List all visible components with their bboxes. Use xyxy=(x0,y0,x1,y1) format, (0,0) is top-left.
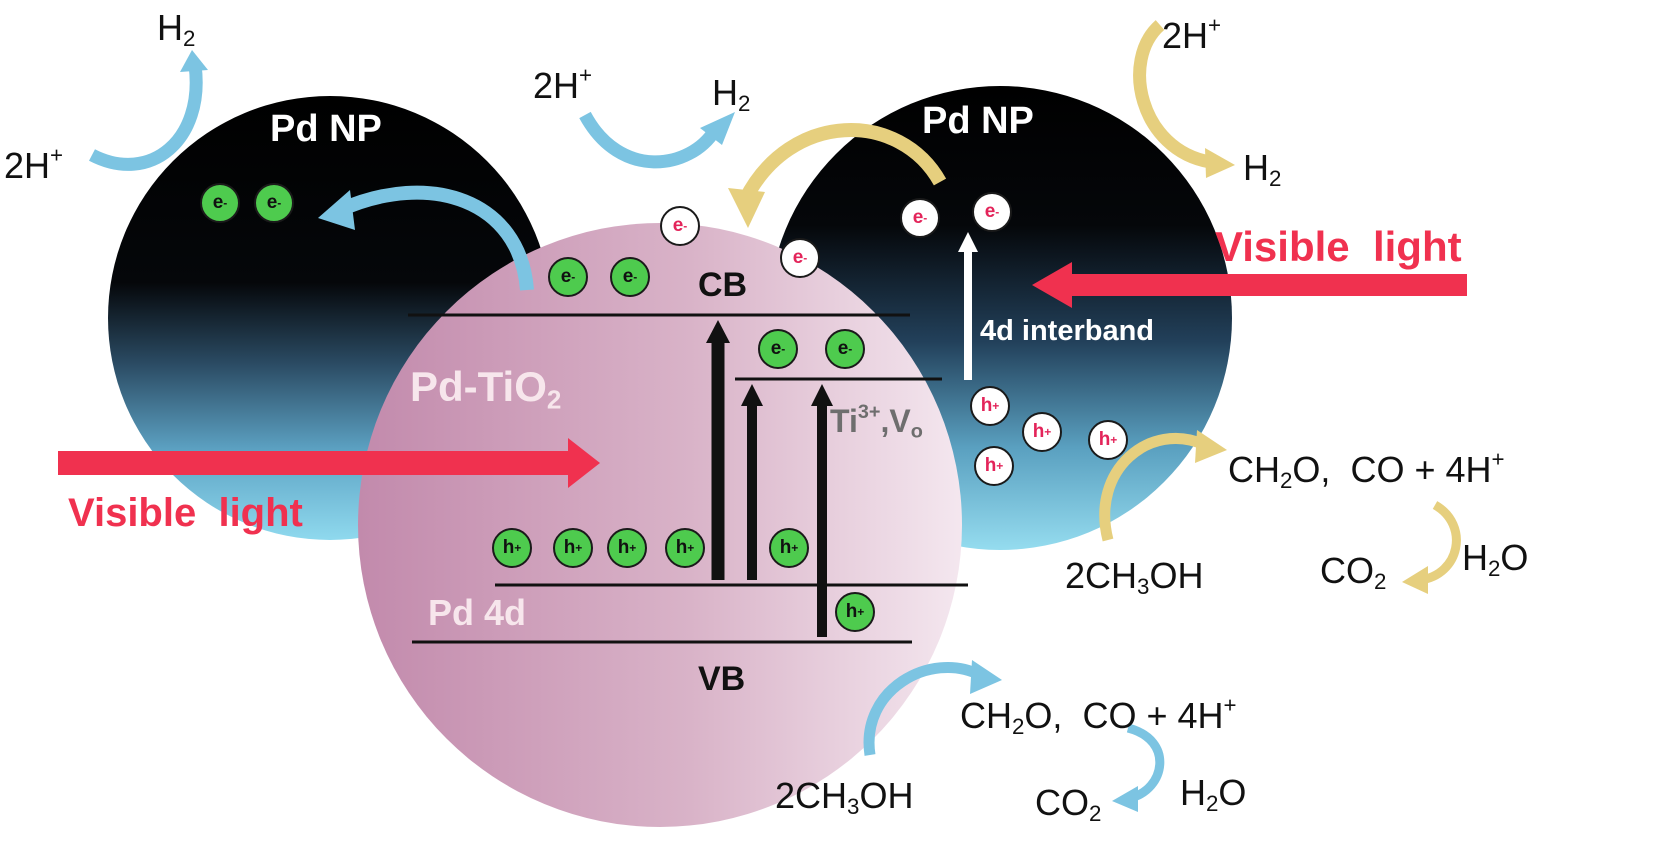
left-np-proton: 2H+ xyxy=(4,142,64,186)
hole-right-np-1: h+ xyxy=(970,386,1010,426)
gold-arrowhead-right-oxidation xyxy=(1195,430,1227,463)
excitation-arrowhead-4d-cb xyxy=(706,320,730,343)
hole-4d-2: h+ xyxy=(553,528,593,568)
right-oxidation-co2: CO2 xyxy=(1320,550,1387,595)
left-np-h2: H2 xyxy=(157,7,196,52)
blue-arrowhead-transfer xyxy=(318,190,355,230)
electron-defect-1: e- xyxy=(758,329,798,369)
gold-arrowhead-right-h2 xyxy=(1205,148,1235,178)
visible-light-arrow-right-shaft xyxy=(1065,274,1467,296)
gold-arrowhead-right-co2 xyxy=(1402,566,1428,594)
hot-electron-tio2-1: e- xyxy=(660,206,700,246)
gold-arrow-np-to-tio2 xyxy=(738,123,947,204)
defect-ti: Ti xyxy=(830,403,858,439)
hole-vb-1: h+ xyxy=(835,592,875,632)
hot-electron-right-np-1: e- xyxy=(900,198,940,238)
hot-electron-tio2-2: e- xyxy=(780,238,820,278)
electron-left-np-1: e- xyxy=(200,183,240,223)
defect-v: ,V xyxy=(880,403,911,439)
gold-arrow-right-co2 xyxy=(1419,501,1461,585)
interband-arrowhead xyxy=(958,232,978,252)
pd-tio2-label: Pd-TiO2 xyxy=(410,363,561,413)
blue-arrowhead-left-h2 xyxy=(180,50,208,72)
hole-4d-4: h+ xyxy=(665,528,705,568)
blue-arrow-top-h2 xyxy=(579,111,721,169)
visible-light-right-label: Visible light xyxy=(1215,223,1462,270)
bottom-oxidation-co2: CO2 xyxy=(1035,782,1102,827)
right-oxidation-reactant: 2CH3OH xyxy=(1065,555,1204,600)
hole-right-np-4: h+ xyxy=(1088,420,1128,460)
electron-cb-1: e- xyxy=(548,257,588,297)
visible-light-arrow-left-head xyxy=(568,438,600,488)
hole-right-np-3: h+ xyxy=(974,446,1014,486)
pd-tio2-sphere xyxy=(358,223,962,827)
cb-label: CB xyxy=(698,266,748,304)
bottom-oxidation-reactant: 2CH3OH xyxy=(775,775,914,820)
gold-arrow-right-h2 xyxy=(1133,20,1212,169)
blue-arrow-left-h2 xyxy=(89,64,203,171)
excitation-arrowhead-vb-defect xyxy=(811,384,833,406)
right-oxidation-water: H2O xyxy=(1462,537,1529,582)
right-proton: 2H+ xyxy=(1162,12,1222,56)
blue-arrow-bottom-co2 xyxy=(1126,723,1165,803)
visible-light-left-label: Visible light xyxy=(68,491,303,535)
blue-arrow-bottom-oxidation xyxy=(863,661,983,756)
pd-tio2-main: Pd-TiO xyxy=(410,363,547,410)
bottom-oxidation-water: H2O xyxy=(1180,772,1247,817)
vb-label: VB xyxy=(698,660,746,698)
electron-cb-2: e- xyxy=(610,257,650,297)
defect-v-sub: o xyxy=(910,420,923,443)
bottom-oxidation-products: CH2O, CO + 4H+ xyxy=(960,692,1237,740)
gold-arrowhead-np-to-tio2 xyxy=(728,188,765,228)
hole-4d-3: h+ xyxy=(607,528,647,568)
hole-4d-1: h+ xyxy=(492,528,532,568)
defect-ti-sup: 3+ xyxy=(857,401,881,424)
top-proton: 2H+ xyxy=(533,62,593,106)
pd-tio2-sub: 2 xyxy=(546,384,562,415)
blue-arrow-transfer xyxy=(337,185,534,291)
blue-arrowhead-bottom-co2 xyxy=(1112,786,1138,812)
right-oxidation-products: CH2O, CO + 4H+ xyxy=(1228,446,1505,494)
defect-label: Ti3+,Vo xyxy=(830,402,923,441)
pd-np-right-label: Pd NP xyxy=(922,100,1034,142)
top-h2: H2 xyxy=(712,72,751,117)
hot-electron-right-np-2: e- xyxy=(972,192,1012,232)
visible-light-arrow-left-shaft xyxy=(58,451,578,475)
blue-arrowhead-bottom-oxidation xyxy=(970,660,1002,694)
pd-4d-label: Pd 4d xyxy=(428,592,527,633)
visible-light-arrow-right-head xyxy=(1032,262,1072,308)
blue-arrowhead-top-h2 xyxy=(700,112,735,145)
electron-left-np-2: e- xyxy=(254,183,294,223)
electron-defect-2: e- xyxy=(825,329,865,369)
gold-arrow-right-oxidation xyxy=(1099,433,1208,542)
interband-label: 4d interband xyxy=(980,315,1155,347)
hole-4d-5: h+ xyxy=(769,528,809,568)
pd-np-left-label: Pd NP xyxy=(270,108,382,150)
right-h2: H2 xyxy=(1243,147,1282,192)
hole-right-np-2: h+ xyxy=(1022,412,1062,452)
excitation-arrowhead-4d-defect xyxy=(741,384,763,406)
